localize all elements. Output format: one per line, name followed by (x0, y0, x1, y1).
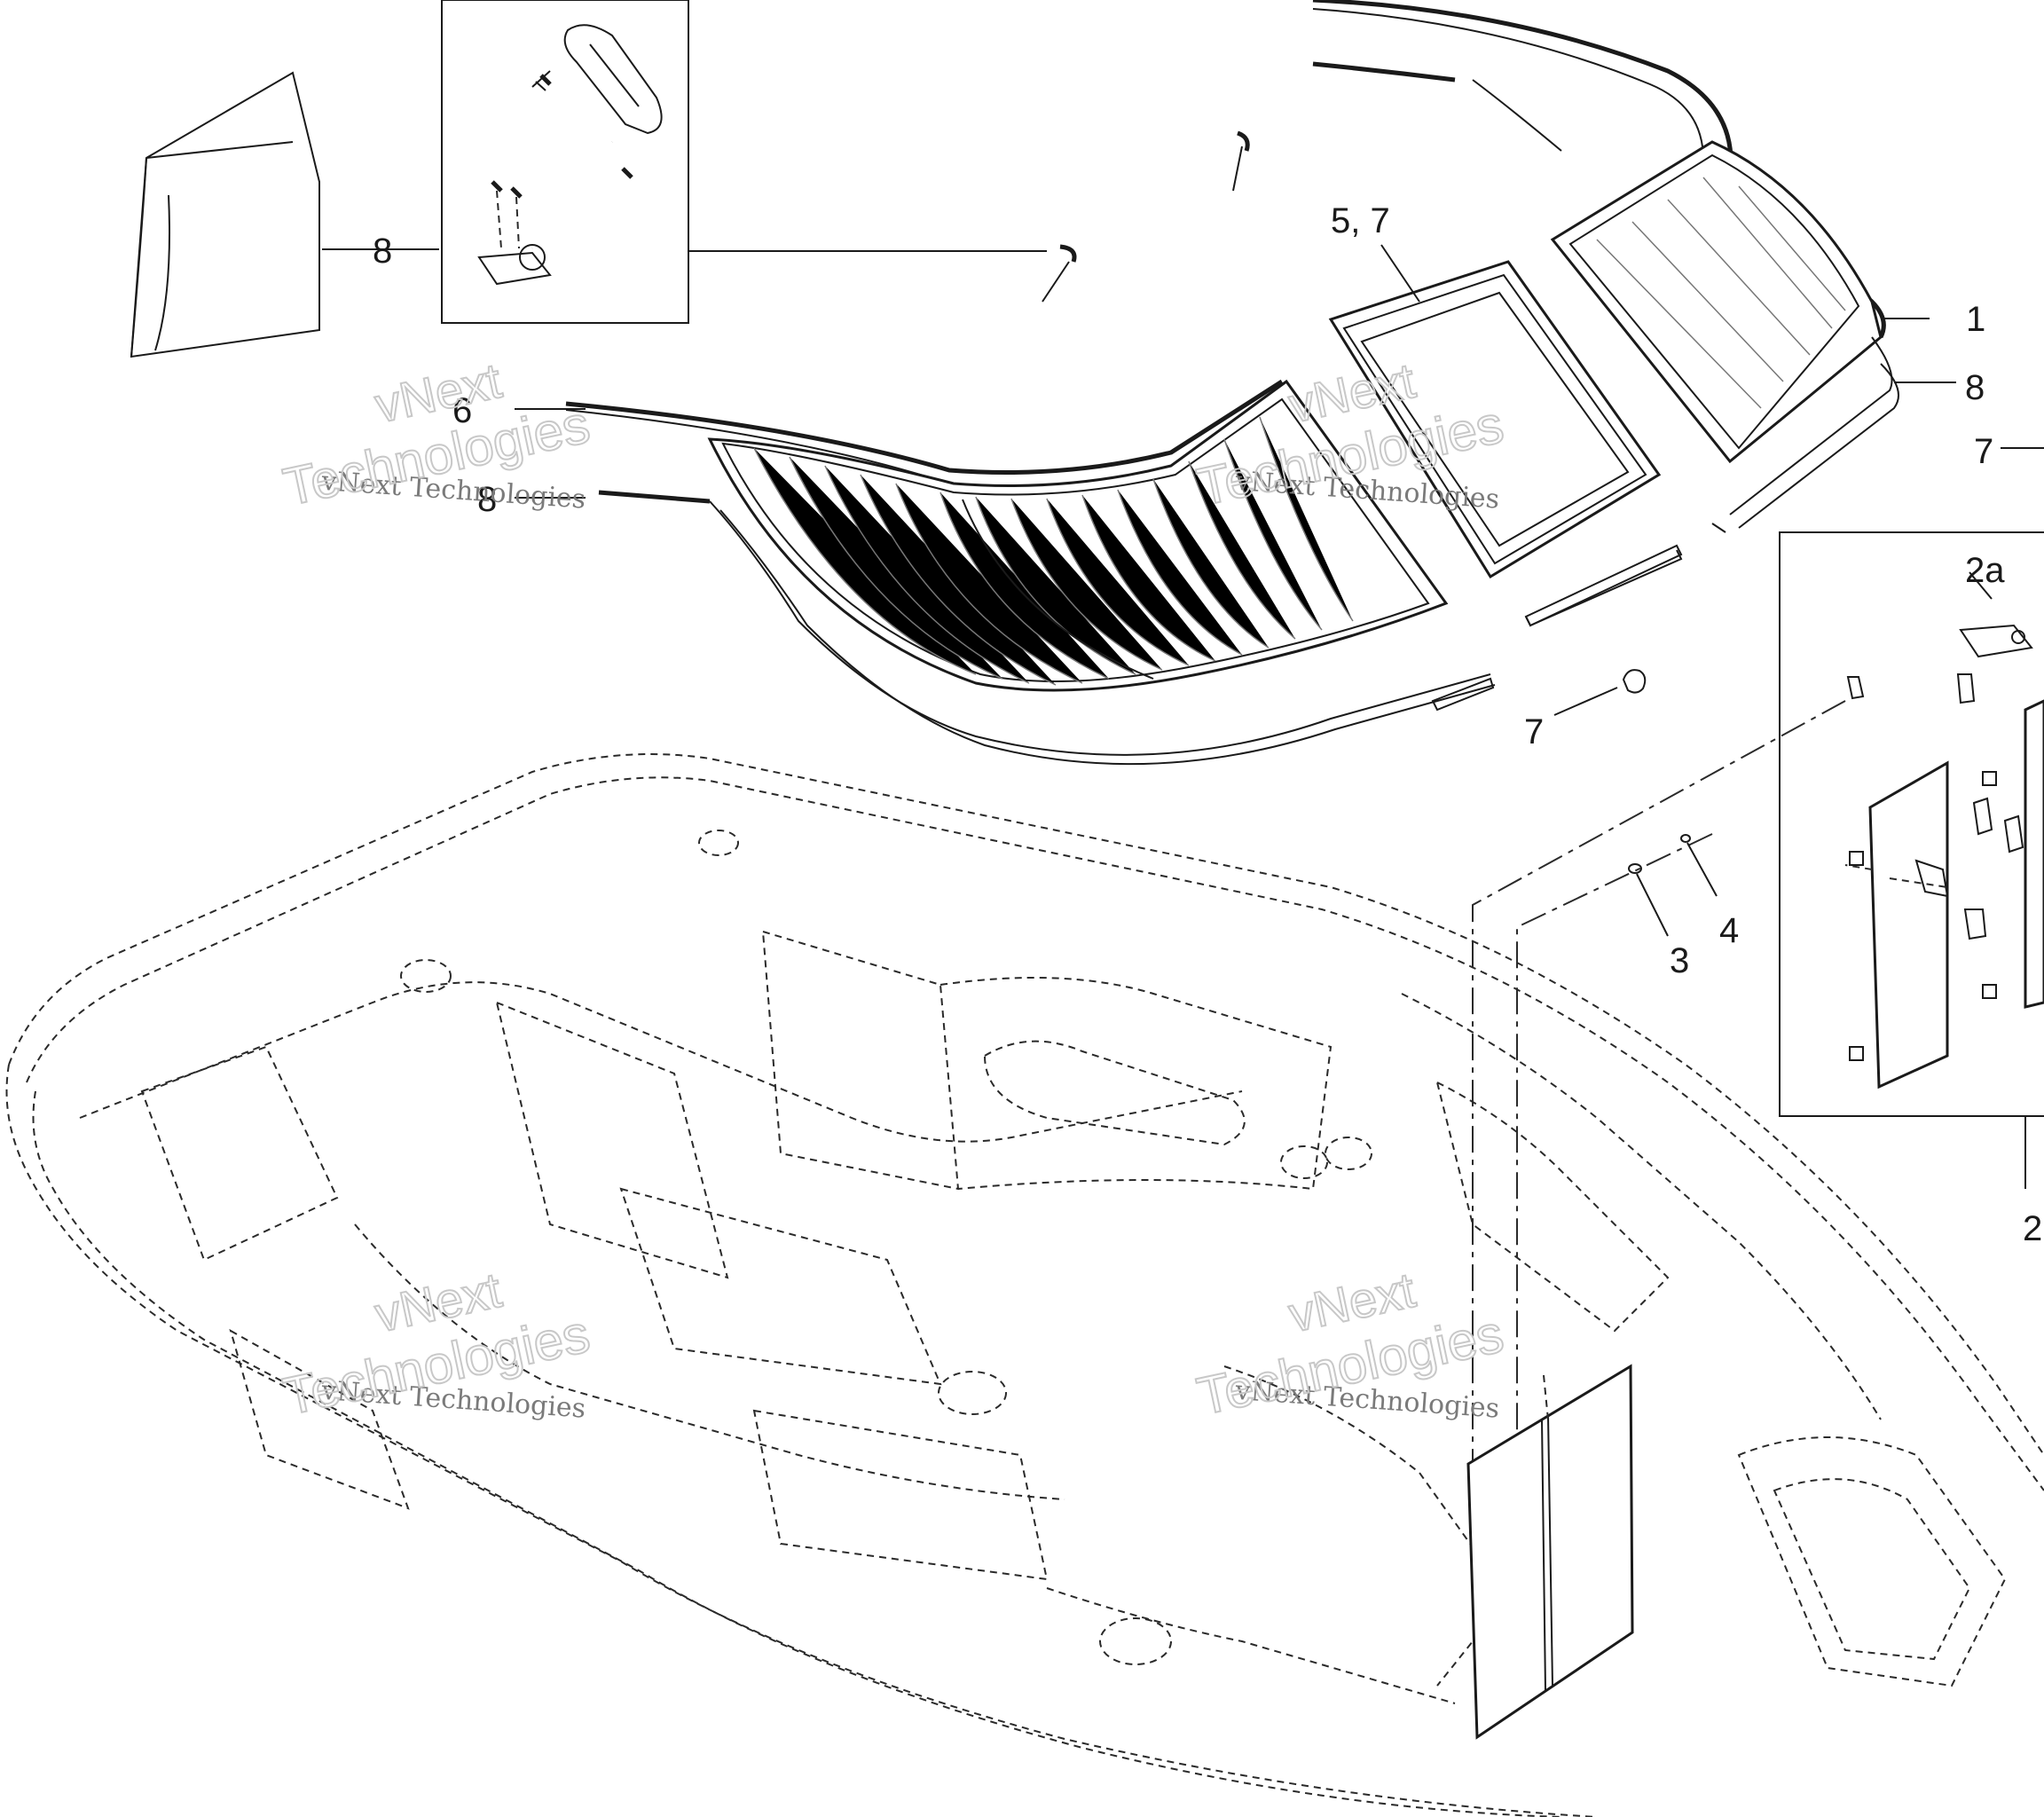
callout-leaders (322, 244, 2044, 716)
callout-4: 4 (1719, 911, 1739, 950)
installed-divider-panel (1466, 1364, 1634, 1740)
callout-7-right: 7 (1974, 432, 1993, 471)
callout-1: 1 (1966, 300, 1985, 339)
support-arm-detail-box (441, 0, 689, 324)
door-clip-part (1622, 669, 1647, 694)
left-windshield-part (565, 379, 1496, 766)
watermark-3: vNext vNext Technologies Technologies (278, 1261, 596, 1428)
seal-strips (1431, 549, 1683, 712)
watermark-1: vNext vNext Technologies Technologies (278, 351, 596, 518)
callout-8-left: 8 (477, 480, 497, 519)
panel-leader-lines (1472, 700, 1846, 1526)
washer-and-screw-parts (1628, 834, 1718, 937)
callout-labels: 8 5, 7 1 8 7 6 8 2a 7 3 4 2 (373, 201, 2042, 1248)
callout-2: 2 (2023, 1209, 2042, 1248)
callout-8-right: 8 (1965, 368, 1985, 407)
panel-detail-box (1779, 531, 2044, 1189)
center-windshield-door-part (1328, 260, 1683, 627)
cleaning-bag-part (130, 71, 320, 358)
callout-7-lower: 7 (1524, 712, 1544, 751)
mounting-brackets (1042, 130, 1250, 303)
watermark-4: vNext vNext Technologies Technologies (1191, 1261, 1510, 1428)
watermark-2: vNext vNext Technologies Technologies (1191, 351, 1510, 518)
callout-2a: 2a (1965, 551, 2005, 590)
boat-hull-outline (5, 753, 2044, 1817)
callout-5-7: 5, 7 (1331, 201, 1390, 240)
callout-8-bag: 8 (373, 232, 392, 271)
callout-3: 3 (1670, 941, 1689, 980)
callout-6: 6 (452, 391, 472, 430)
right-windshield-part (1312, 0, 1899, 533)
